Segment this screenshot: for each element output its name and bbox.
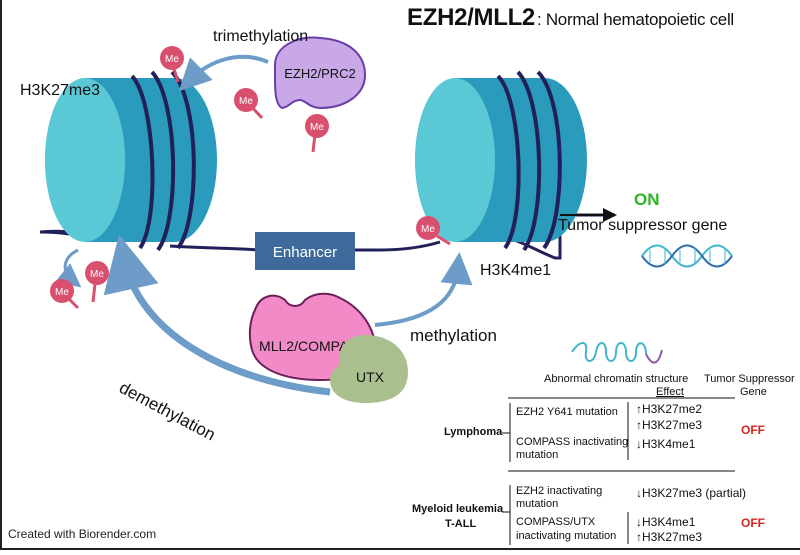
- biorender-credit: Created with Biorender.com: [8, 527, 157, 541]
- row-ezh2-inact-1: EZH2 inactivating: [516, 485, 603, 497]
- svg-text:Me: Me: [421, 224, 435, 235]
- svg-text:Me: Me: [90, 269, 104, 280]
- row-compass-utx-1: COMPASS/UTX: [516, 516, 596, 528]
- utx-label: UTX: [356, 369, 385, 385]
- methylation-label: methylation: [410, 326, 497, 345]
- row-compass-inact-2: mutation: [516, 449, 559, 461]
- trimethylation-label: trimethylation: [213, 28, 309, 45]
- me-tag-1: Me: [160, 46, 184, 83]
- chromatin-coil-icon: [571, 342, 663, 364]
- row-myeloid-label: Myeloid leukemia: [412, 503, 504, 515]
- effect-up-me3-2: ↑H3K27me3: [636, 530, 703, 544]
- frame-border-left: [0, 0, 2, 550]
- me-tag-2: Me: [234, 88, 264, 120]
- row-compass-inact-1: COMPASS inactivating: [516, 436, 629, 448]
- nucleosome-left: [45, 70, 217, 252]
- row-ezh2-y641: EZH2 Y641 mutation: [516, 406, 618, 418]
- enhancer-box: [255, 232, 355, 270]
- effect-up-me2: ↑H3K27me2: [636, 402, 703, 416]
- me-tag-4: Me: [85, 261, 109, 303]
- dna-helix-icon: [641, 244, 733, 268]
- me-tag-6: Me: [416, 216, 451, 246]
- effect-down-me1-2: ↓H3K4me1: [636, 515, 696, 529]
- row-compass-utx-2: inactivating mutation: [516, 530, 617, 542]
- svg-text:Me: Me: [310, 122, 324, 133]
- ezh2-prc2-shape: [273, 36, 367, 110]
- off-badge-2: OFF: [741, 516, 765, 530]
- trimethylation-arrow: [178, 54, 269, 92]
- col-chromatin-header: Abnormal chromatin structure: [544, 373, 689, 385]
- mll2-compass-label: MLL2/COMPASS: [259, 338, 367, 354]
- col-tsg-header-1: Tumor Suppressor: [704, 373, 795, 385]
- frame-border-bottom: [0, 548, 800, 550]
- off-badge-1: OFF: [741, 423, 765, 437]
- effect-down-me1: ↓H3K4me1: [636, 437, 696, 451]
- on-label: ON: [634, 190, 660, 209]
- utx-shape: [330, 335, 408, 403]
- me-tag-5: Me: [50, 279, 80, 310]
- demethylation-arrow: [103, 234, 331, 396]
- col-tsg-header-2: Gene: [740, 386, 767, 398]
- title-main: EZH2/MLL2: [407, 4, 535, 31]
- nucleosome-right: [415, 70, 587, 252]
- me-tag-3: Me: [305, 114, 329, 153]
- row-ezh2-inact-2: mutation: [516, 498, 559, 510]
- tumor-suppressor-gene-label: Tumor suppressor gene: [558, 217, 727, 234]
- h3k27me3-label: H3K27me3: [20, 82, 101, 99]
- col-effect-header: Effect: [656, 386, 684, 398]
- svg-text:Me: Me: [239, 96, 253, 107]
- removed-me-arrow: [55, 248, 82, 288]
- effect-up-me3: ↑H3K27me3: [636, 418, 703, 432]
- h3k4me1-label: H3K4me1: [480, 262, 552, 279]
- effect-down-me3-partial: ↓H3K27me3 (partial): [636, 486, 747, 500]
- svg-text:Me: Me: [165, 54, 179, 65]
- methylation-arrow: [374, 252, 473, 327]
- row-lymphoma-label: Lymphoma: [444, 426, 503, 438]
- page-title: EZH2/MLL2: Normal hematopoietic cell: [407, 4, 734, 32]
- enhancer-label: Enhancer: [273, 244, 337, 261]
- svg-text:Me: Me: [55, 287, 69, 298]
- ezh2-prc2-label: EZH2/PRC2: [284, 66, 356, 81]
- row-tall-label: T-ALL: [445, 518, 477, 530]
- title-sub: : Normal hematopoietic cell: [536, 10, 734, 29]
